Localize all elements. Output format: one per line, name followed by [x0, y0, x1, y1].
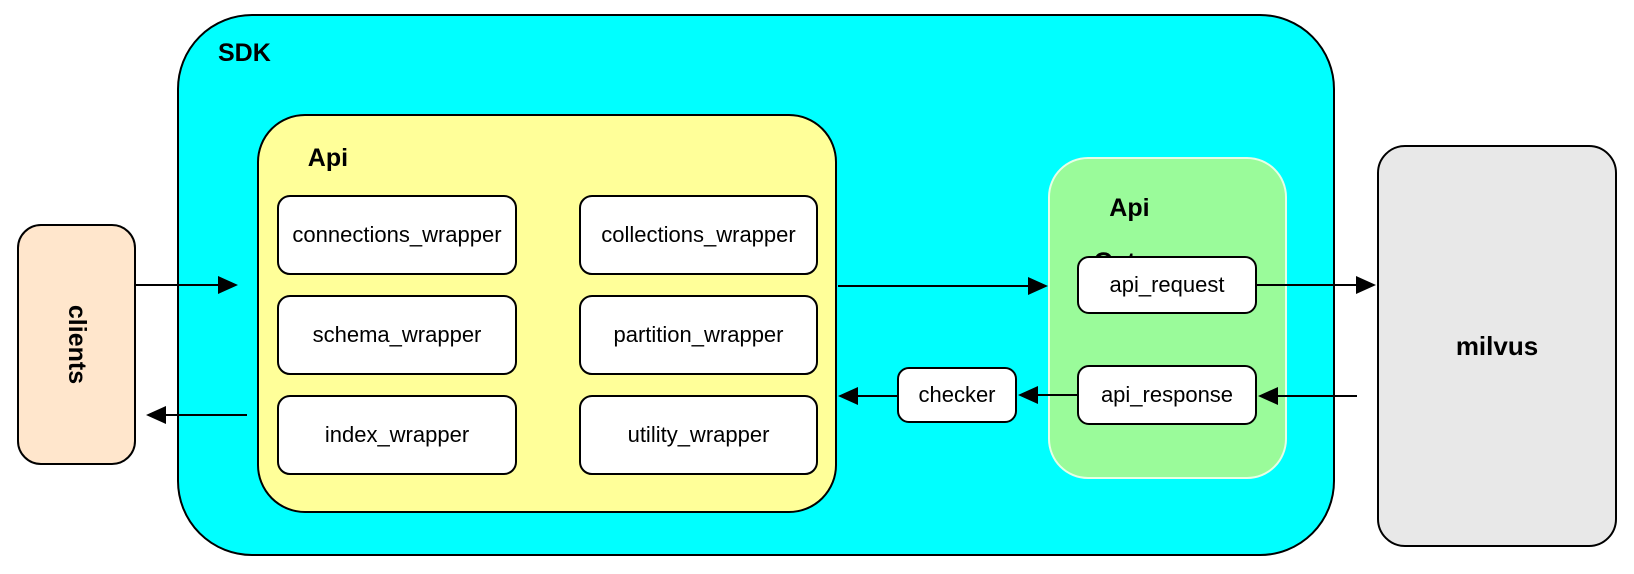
arrow-milvus-to-api-response-head: [1258, 387, 1278, 405]
arrow-checker-to-api-wrapper-head: [838, 387, 858, 405]
arrow-checker-to-api-wrapper-line: [858, 395, 897, 397]
arrow-clients-to-api-wrapper-line: [136, 284, 218, 286]
wrapper-box-partition: partition_wrapper: [579, 295, 818, 375]
arrow-api-request-to-milvus-head: [1356, 276, 1376, 294]
wrapper-box-index: index_wrapper: [277, 395, 517, 475]
arrow-return-to-clients-line: [166, 414, 247, 416]
arrow-api-wrapper-to-gateway-line: [838, 285, 1028, 287]
arrow-api-wrapper-to-gateway-head: [1028, 277, 1048, 295]
clients-label: clients: [62, 304, 91, 385]
api-response-node: api_response: [1077, 365, 1257, 425]
api-request-node: api_request: [1077, 256, 1257, 314]
arrow-api-response-to-checker-head: [1018, 386, 1038, 404]
wrapper-box-collections: collections_wrapper: [579, 195, 818, 275]
clients-node: clients: [17, 224, 136, 465]
milvus-label: milvus: [1455, 330, 1539, 361]
wrapper-box-schema: schema_wrapper: [277, 295, 517, 375]
arrow-api-request-to-milvus-line: [1257, 284, 1356, 286]
checker-node: checker: [897, 367, 1017, 423]
api-wrapper-label-line1: Api: [307, 144, 349, 172]
api-gateway-container: [1048, 157, 1287, 479]
arrow-return-to-clients-head: [146, 406, 166, 424]
sdk-label: SDK: [218, 39, 271, 67]
api-gateway-label-line1: Api: [1109, 194, 1150, 222]
wrapper-box-utility: utility_wrapper: [579, 395, 818, 475]
milvus-node: milvus: [1377, 145, 1617, 547]
arrow-api-response-to-checker-line: [1038, 394, 1077, 396]
arrow-clients-to-api-wrapper-head: [218, 276, 238, 294]
arrow-milvus-to-api-response-line: [1278, 395, 1357, 397]
wrapper-box-connections: connections_wrapper: [277, 195, 517, 275]
